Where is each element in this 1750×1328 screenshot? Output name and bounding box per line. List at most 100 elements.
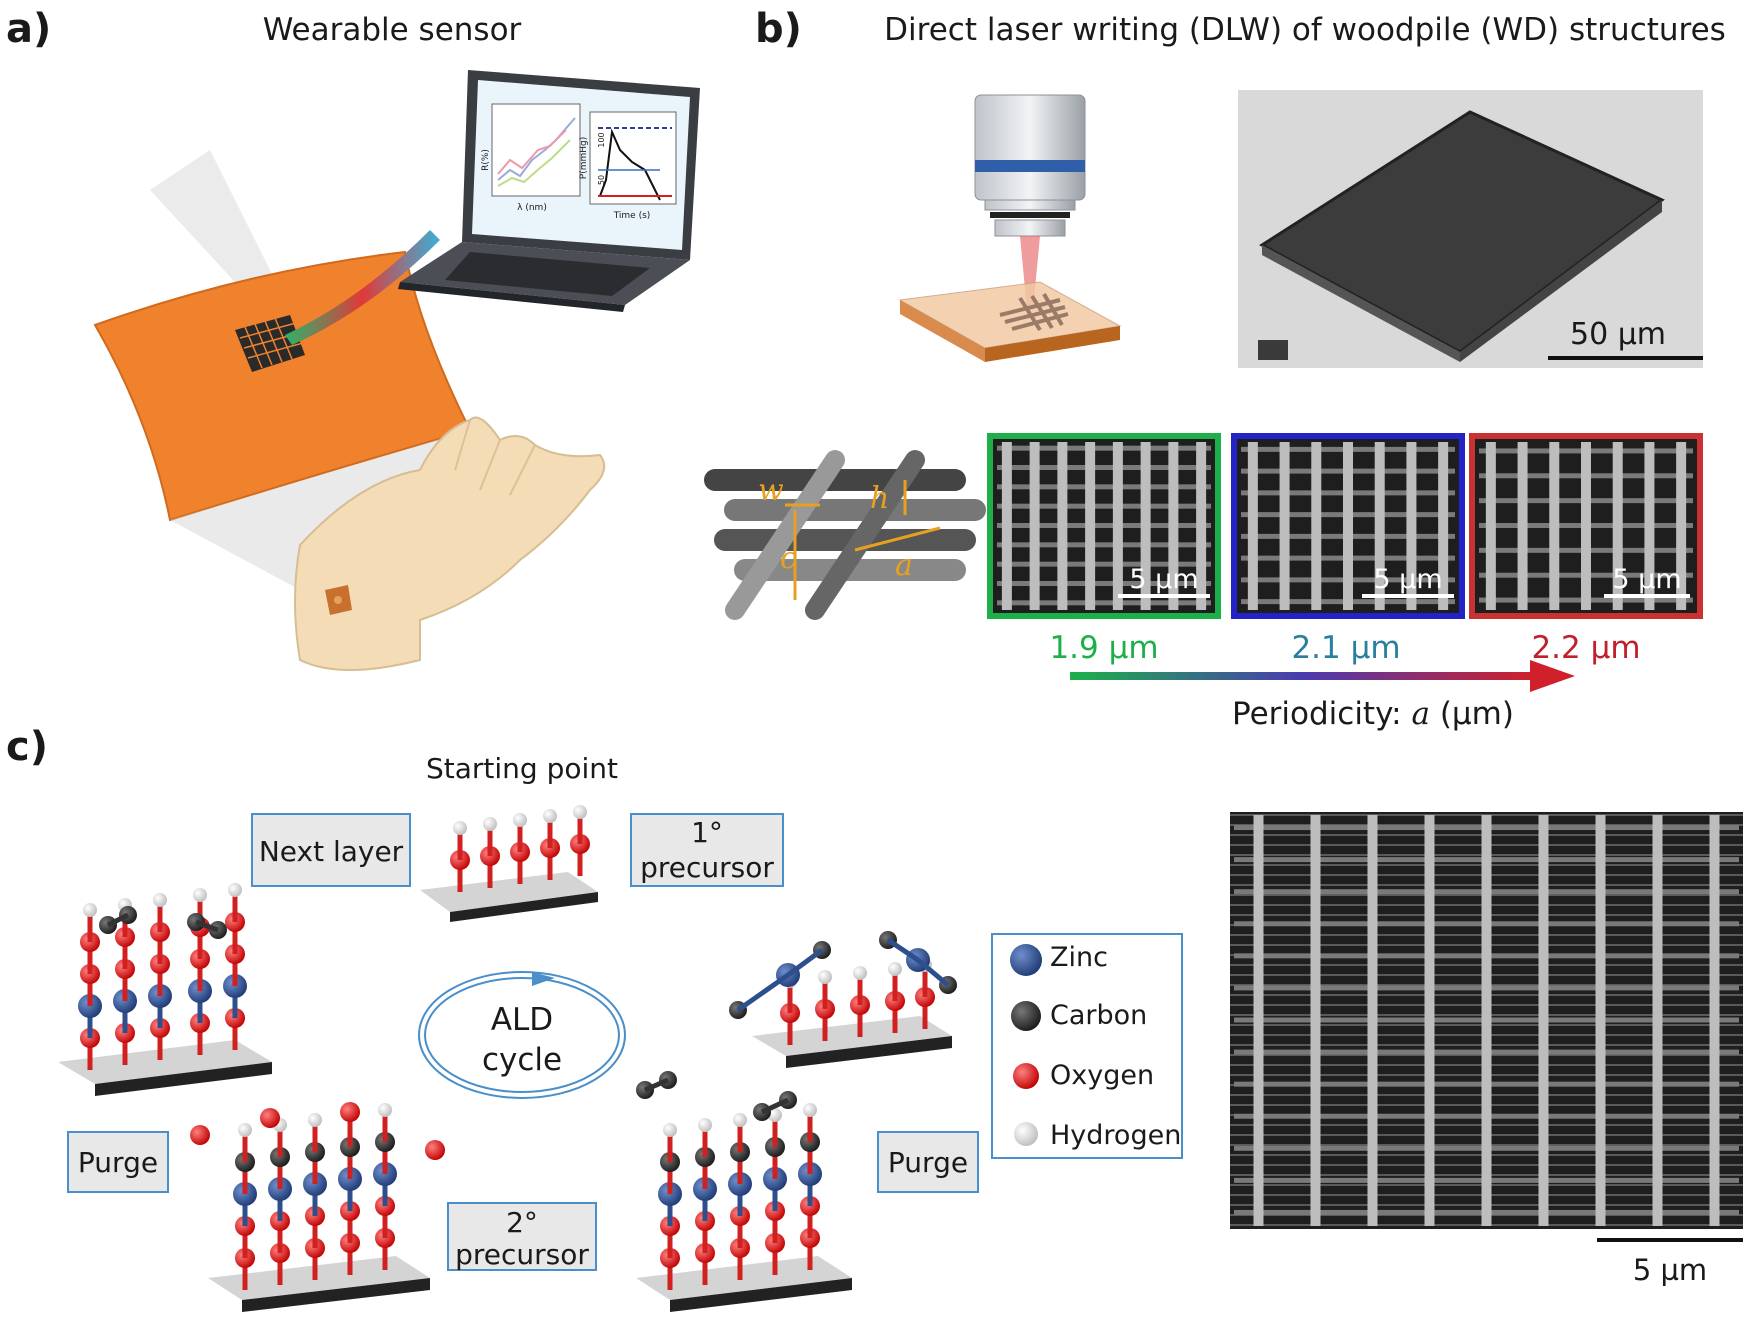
precursor-1-box: 1° precursor xyxy=(630,813,784,887)
sem-vertical-rod xyxy=(1676,442,1687,610)
bond xyxy=(760,1097,790,1115)
atom xyxy=(153,893,167,907)
svg-text:2°: 2° xyxy=(506,1206,538,1239)
screen-right-ytick2: 50 xyxy=(597,175,606,185)
sem-vertical-rod xyxy=(1367,815,1378,1226)
atom xyxy=(888,962,902,976)
atom xyxy=(543,809,557,823)
bond xyxy=(195,919,219,933)
molecule-chains xyxy=(78,805,957,1290)
sem-vertical-rod xyxy=(1424,815,1435,1226)
svg-text:precursor: precursor xyxy=(455,1238,589,1271)
sem-horizontal-rod xyxy=(997,561,1211,567)
geom-label-c: c xyxy=(780,541,797,576)
atom xyxy=(573,805,587,819)
sem-vertical-rod xyxy=(1517,442,1528,610)
sem-vertical-rod xyxy=(1140,442,1151,610)
sem-horizontal-rod xyxy=(997,600,1211,606)
svg-text:Purge: Purge xyxy=(78,1146,158,1179)
zinc-atom-icon xyxy=(1010,944,1042,976)
dlw-objective-icon xyxy=(974,94,1086,310)
panel-b: b) Direct laser writing (DLW) of woodpil… xyxy=(704,6,1726,732)
sem-vertical-rod xyxy=(1538,815,1549,1226)
cycle-text-line2: cycle xyxy=(482,1042,562,1078)
purge-right-box: Purge xyxy=(877,1131,979,1193)
sem-vertical-rod xyxy=(1374,442,1385,610)
atom xyxy=(698,1118,712,1132)
screen-right-ytick1: 100 xyxy=(597,132,606,147)
sem-vertical-rod xyxy=(1485,442,1496,610)
sem-woodpile-closeup: 5 µm xyxy=(1230,812,1743,1287)
sem-horizontal-rod xyxy=(997,581,1211,586)
next-layer-box: Next layer xyxy=(251,813,411,887)
hydrogen-atom-icon xyxy=(1014,1122,1038,1146)
screen-left-xlabel: λ (nm) xyxy=(517,203,547,213)
geom-label-a: a xyxy=(895,548,913,583)
laptop-icon: λ (nm) R(%) Time (s) P(mmHg) 100 50 xyxy=(398,70,700,312)
sem-vertical-rod xyxy=(1343,442,1353,610)
atom xyxy=(453,821,467,835)
legend-carbon: Carbon xyxy=(1050,1000,1147,1031)
screen-left-ylabel: R(%) xyxy=(481,149,491,171)
bond xyxy=(916,958,950,987)
panel-b-title: Direct laser writing (DLW) of woodpile (… xyxy=(884,12,1726,48)
atom xyxy=(425,1140,445,1160)
atom xyxy=(238,1123,252,1137)
svg-text:1°: 1° xyxy=(691,816,723,849)
sem-sample-1-scale: 5 µm xyxy=(1129,564,1198,595)
atom xyxy=(308,1113,322,1127)
bond xyxy=(736,972,790,1013)
atom xyxy=(663,1123,677,1137)
screen-right-xlabel: Time (s) xyxy=(613,211,651,221)
screen-right-ylabel: P(mmHg) xyxy=(579,137,589,179)
atom xyxy=(818,970,832,984)
atom xyxy=(193,888,207,902)
sem-vertical-rod xyxy=(1057,442,1068,610)
panel-c-label: c) xyxy=(6,724,48,770)
atom-legend: Zinc Carbon Oxygen Hydrogen xyxy=(991,933,1183,1159)
starting-point-text: Starting point xyxy=(426,752,618,785)
precursor-2-box: 2° precursor xyxy=(447,1202,597,1271)
oxygen-atom-icon xyxy=(1013,1063,1039,1089)
sem-vertical-rod xyxy=(1001,442,1012,610)
sem-horizontal-rod xyxy=(997,503,1211,509)
sem-horizontal-rod xyxy=(997,465,1211,470)
cycle-text-line1: ALD xyxy=(491,1002,553,1038)
sem-large-scale-text: 50 µm xyxy=(1570,317,1666,352)
sem-vertical-rod xyxy=(1310,815,1321,1226)
legend-hydrogen: Hydrogen xyxy=(1050,1120,1181,1151)
geom-label-w: w xyxy=(758,473,784,508)
atom xyxy=(340,1102,360,1122)
sample-1-value: 1.9 µm xyxy=(1049,630,1158,666)
resist-substrate-icon xyxy=(898,281,1122,362)
sem-vertical-rod xyxy=(1406,442,1417,610)
svg-text:precursor: precursor xyxy=(640,851,774,884)
atom xyxy=(228,883,242,897)
sem-horizontal-rod xyxy=(997,523,1211,528)
atom xyxy=(803,1103,817,1117)
legend-oxygen: Oxygen xyxy=(1050,1060,1154,1091)
periodicity-arrow xyxy=(1070,660,1575,692)
sem-vertical-rod xyxy=(1196,442,1207,610)
sample-3-value: 2.2 µm xyxy=(1531,630,1640,666)
legend-zinc: Zinc xyxy=(1050,942,1108,973)
atom xyxy=(260,1108,280,1128)
sem-vertical-rod xyxy=(1595,815,1606,1226)
purge-left-box: Purge xyxy=(67,1131,169,1193)
geom-label-h: h xyxy=(870,481,889,516)
bond xyxy=(786,947,824,978)
panel-b-label: b) xyxy=(755,6,802,52)
sem-vertical-rod xyxy=(1029,442,1040,610)
bond xyxy=(106,912,130,928)
panel-a-label: a) xyxy=(6,6,51,52)
sem-vertical-rod xyxy=(1279,442,1290,610)
ald-cycle-arrow: ALD cycle xyxy=(418,971,626,1099)
atom xyxy=(513,813,527,827)
sem-vertical-rod xyxy=(1112,442,1123,610)
atom xyxy=(483,817,497,831)
atom xyxy=(190,1125,210,1145)
sem-horizontal-rod xyxy=(997,484,1211,490)
sem-vertical-rod xyxy=(1247,442,1258,610)
sem-horizontal-rod xyxy=(997,542,1211,548)
